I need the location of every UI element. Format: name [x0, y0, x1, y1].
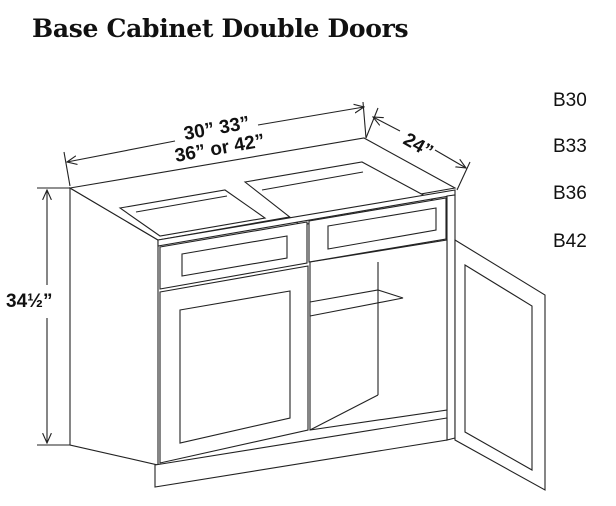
model-code-b33: B33	[553, 136, 587, 157]
drawer-box-left	[118, 189, 267, 237]
model-code-b36: B36	[553, 183, 587, 204]
page-title: Base Cabinet Double Doors	[32, 14, 409, 43]
depth-label: 24”	[400, 129, 437, 163]
door-left[interactable]	[159, 265, 309, 464]
model-code-b30: B30	[553, 90, 587, 111]
height-dimension: 34½”	[6, 187, 70, 446]
drawer-front-left[interactable]	[159, 221, 308, 290]
door-right-open[interactable]	[454, 239, 546, 491]
model-code-b42: B42	[553, 231, 587, 252]
shelf	[309, 289, 404, 317]
height-label: 34½”	[6, 291, 52, 312]
drawer-front-right[interactable]	[308, 197, 447, 263]
